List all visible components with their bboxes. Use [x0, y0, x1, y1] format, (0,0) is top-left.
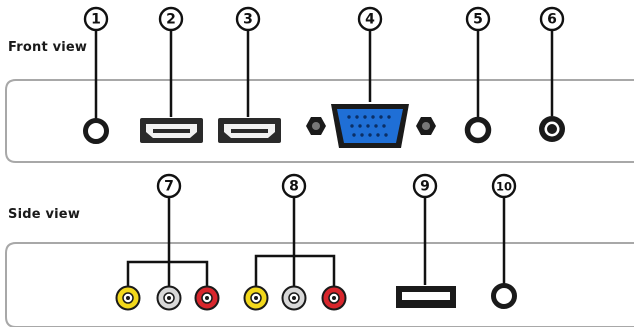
- bracket-7: [126, 197, 209, 286]
- vga-port: [306, 104, 436, 148]
- rca-yellow-8: [243, 285, 269, 311]
- callout-8-number: 8: [289, 179, 299, 195]
- callout-6-number: 6: [547, 12, 557, 28]
- coaxial-jack: [539, 116, 565, 142]
- hdmi-port-1: [140, 118, 203, 143]
- rca-red-8: [321, 285, 347, 311]
- callout-9: 9: [412, 173, 438, 199]
- usb-port: [396, 286, 456, 308]
- side-panel-outline: [5, 242, 634, 327]
- callout-3: 3: [235, 6, 261, 32]
- callout-10-number: 10: [496, 180, 512, 194]
- callout-7: 7: [156, 173, 182, 199]
- rca-white-7: [156, 285, 182, 311]
- callout-1: 1: [83, 6, 109, 32]
- audio-jack-5: [464, 116, 492, 144]
- callout-2-number: 2: [166, 12, 176, 28]
- callout-9-number: 9: [420, 179, 430, 195]
- callout-10: 10: [491, 173, 517, 199]
- callout-2: 2: [158, 6, 184, 32]
- hdmi-port-2: [218, 118, 281, 143]
- vga-screw-right: [416, 117, 436, 135]
- audio-jack-1: [83, 118, 109, 144]
- callout-4-number: 4: [365, 12, 375, 28]
- callout-1-number: 1: [91, 12, 101, 28]
- callout-5-number: 5: [473, 12, 483, 28]
- callout-6: 6: [539, 6, 565, 32]
- callout-5: 5: [465, 6, 491, 32]
- front-view-label: Front view: [8, 40, 88, 55]
- callout-7-number: 7: [164, 179, 174, 195]
- rca-yellow-7: [115, 285, 141, 311]
- audio-jack-10: [491, 283, 517, 309]
- rca-white-8: [281, 285, 307, 311]
- vga-screw-left: [306, 117, 326, 135]
- callout-4: 4: [357, 6, 383, 32]
- bracket-8: [254, 197, 336, 286]
- side-view-label: Side view: [8, 207, 81, 222]
- callout-3-number: 3: [243, 12, 253, 28]
- callout-8: 8: [281, 173, 307, 199]
- front-panel-outline: [5, 79, 634, 163]
- rca-red-7: [194, 285, 220, 311]
